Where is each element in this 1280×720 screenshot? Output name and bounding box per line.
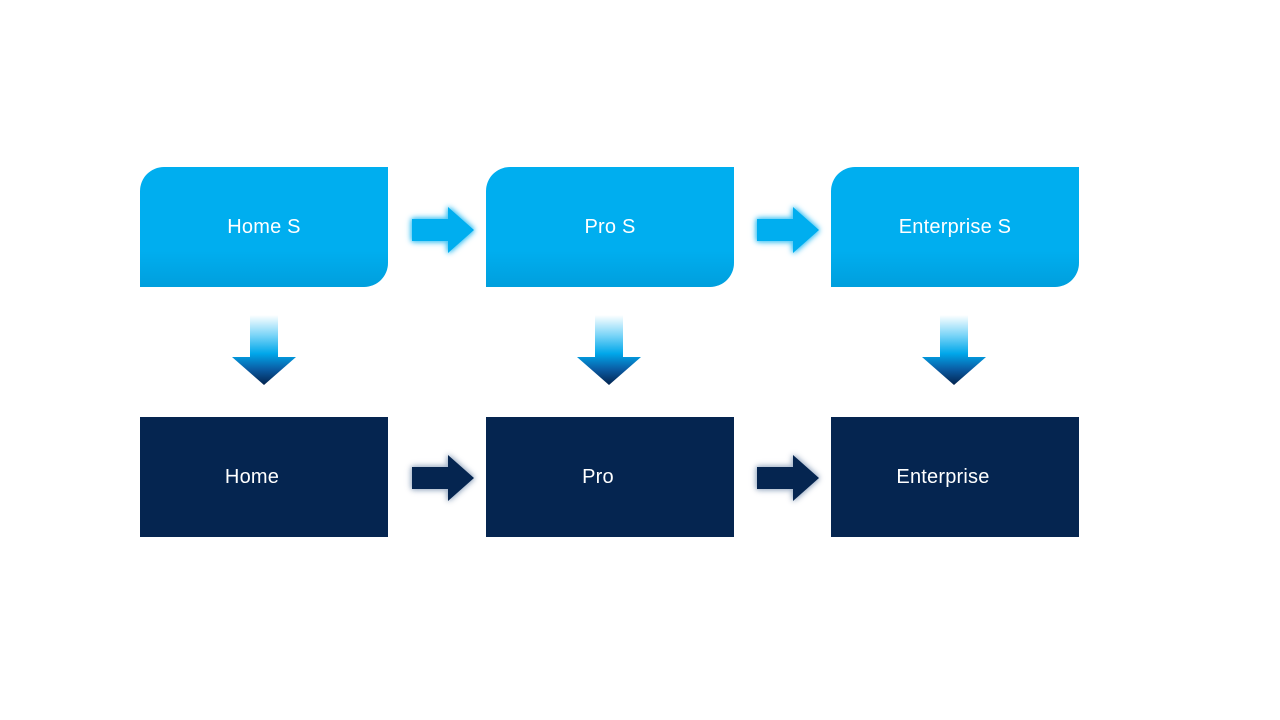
stage-box-pro-s: Pro S — [486, 167, 734, 287]
stage-box-label: Enterprise — [896, 465, 990, 488]
down-arrow-icon — [577, 315, 641, 385]
stage-box-label: Pro — [582, 465, 614, 488]
stage-box-home-s: Home S — [140, 167, 388, 287]
down-arrow-icon — [922, 315, 986, 385]
right-arrow-icon — [757, 207, 819, 253]
stage-box-label: Enterprise S — [898, 215, 1012, 238]
stage-box-label: Home S — [227, 215, 301, 238]
stage-box-label: Pro S — [584, 215, 636, 238]
stage-box-pro: Pro — [486, 417, 734, 537]
down-arrow-icon — [232, 315, 296, 385]
right-arrow-icon — [412, 207, 474, 253]
stage-box-enterprise: Enterprise — [831, 417, 1079, 537]
right-arrow-icon — [412, 455, 474, 501]
right-arrow-icon — [757, 455, 819, 501]
stage-box-home: Home — [140, 417, 388, 537]
stage-box-label: Home — [224, 465, 280, 488]
stage-box-enterprise-s: Enterprise S — [831, 167, 1079, 287]
